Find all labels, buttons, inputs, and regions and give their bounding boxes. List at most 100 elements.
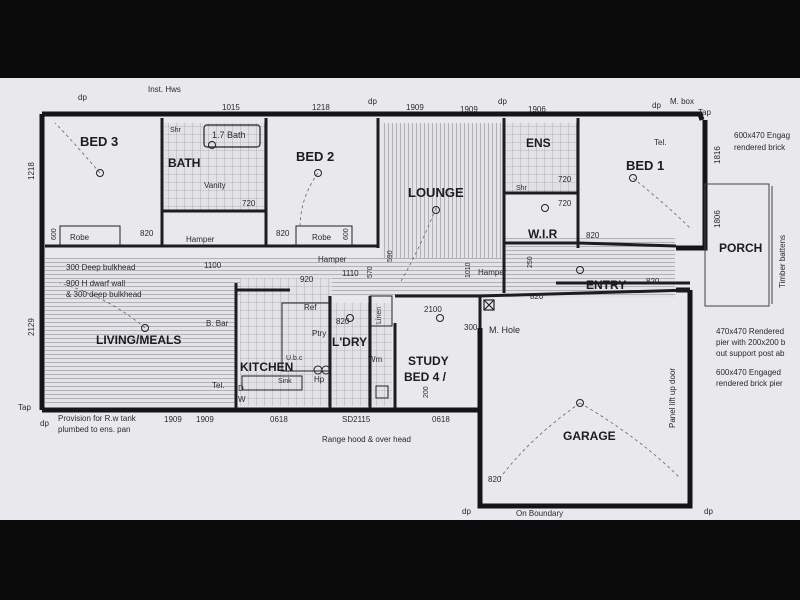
dim-590: 590 bbox=[387, 250, 394, 262]
dim-1010: 1010 bbox=[465, 262, 472, 278]
note-pier1-line2: rendered brick bbox=[734, 143, 786, 152]
label-wm: Wm bbox=[368, 355, 383, 364]
note-pier3-line2: rendered brick pier bbox=[716, 379, 783, 388]
label-d: D bbox=[238, 384, 244, 393]
room-lounge: LOUNGE bbox=[408, 185, 464, 200]
label-hp: Hp bbox=[314, 375, 325, 384]
mh-cross bbox=[483, 299, 495, 311]
dim-1100: 1100 bbox=[204, 261, 222, 270]
label-linen: Linen bbox=[376, 307, 383, 324]
dim-920: 920 bbox=[300, 275, 314, 284]
label-hamper-1: Hamper bbox=[186, 235, 215, 244]
note-dwarf-wall-1: 900 H dwarf wall bbox=[66, 279, 125, 288]
dim-2100: 2100 bbox=[424, 305, 442, 314]
porch-battens bbox=[704, 183, 773, 307]
room-garage: GARAGE bbox=[563, 429, 616, 443]
dim-1218-left: 1218 bbox=[27, 162, 36, 180]
inner-walls bbox=[45, 118, 691, 408]
ens-floor bbox=[505, 123, 577, 193]
note-dp-7: dp bbox=[498, 97, 507, 106]
note-inst-hws: Inst. Hws bbox=[148, 85, 181, 94]
note-pier2-line1: 470x470 Rendered bbox=[716, 327, 784, 336]
label-tel-1: Tel. bbox=[212, 381, 224, 390]
note-pier1-line1: 600x470 Engag bbox=[734, 131, 790, 140]
room-kitchen: KITCHEN bbox=[240, 360, 293, 374]
room-entry: ENTRY bbox=[586, 278, 626, 292]
room-ens: ENS bbox=[526, 136, 551, 150]
dim-820-bed2: 820 bbox=[276, 229, 290, 238]
label-robe-bed3: Robe bbox=[70, 233, 90, 242]
note-dp-5: dp bbox=[462, 507, 471, 516]
dim-2129: 2129 bbox=[27, 318, 36, 336]
dim-820-ldry: 820 bbox=[336, 317, 350, 326]
dim-1909-b2: 1909 bbox=[196, 415, 214, 424]
dim-1909-b1: 1909 bbox=[164, 415, 182, 424]
note-dp-3: dp bbox=[652, 101, 661, 110]
room-laundry: L'DRY bbox=[332, 335, 367, 349]
dim-820-garage: 820 bbox=[488, 475, 502, 484]
dim-1110: 1110 bbox=[342, 269, 359, 278]
note-pier2-line3: out support post ab bbox=[716, 349, 785, 358]
label-mhole: M. Hole bbox=[489, 325, 520, 335]
note-pier2-line2: pier with 200x200 b bbox=[716, 338, 786, 347]
note-dp-2: dp bbox=[368, 97, 377, 106]
dim-820-bed1: 820 bbox=[586, 231, 600, 240]
room-living: LIVING/MEALS bbox=[96, 333, 181, 347]
dim-1218-top: 1218 bbox=[312, 103, 330, 112]
dim-1816: 1816 bbox=[713, 146, 722, 164]
dim-600-left: 600 bbox=[51, 228, 58, 240]
label-panel-door: Panel lift up door bbox=[668, 368, 677, 428]
label-sink: Sink bbox=[278, 378, 292, 385]
bath-tub bbox=[203, 124, 261, 148]
label-tel-2: Tel. bbox=[654, 138, 666, 147]
label-ref: Ref bbox=[304, 303, 317, 312]
note-on-boundary: On Boundary bbox=[516, 509, 563, 518]
label-shr-ens: Shr bbox=[516, 185, 528, 192]
dim-570: 570 bbox=[367, 266, 374, 278]
label-robe-bed2: Robe bbox=[312, 233, 332, 242]
room-bed2: BED 2 bbox=[296, 149, 334, 164]
dim-820-entry: 820 bbox=[530, 292, 544, 301]
label-pantry: Ptry bbox=[312, 329, 326, 338]
dim-1909-top2: 1909 bbox=[460, 105, 478, 114]
note-pier3-line1: 600x470 Engaged bbox=[716, 368, 781, 377]
label-hamper-3: Hamper bbox=[478, 268, 507, 277]
note-dwarf-wall-2: & 300 deep bulkhead bbox=[66, 290, 142, 299]
label-w: W bbox=[238, 395, 246, 404]
label-bbar: B. Bar bbox=[206, 319, 229, 328]
label-bath-tub: 1.7 Bath bbox=[212, 130, 246, 140]
note-tank-1: Provision for R.w tank bbox=[58, 414, 137, 423]
dim-720-wir: 720 bbox=[558, 199, 572, 208]
room-porch: PORCH bbox=[719, 241, 762, 255]
room-bed4: BED 4 / bbox=[404, 370, 447, 384]
room-wir: W.I.R bbox=[528, 227, 558, 241]
label-vanity: Vanity bbox=[204, 181, 226, 190]
dim-300: 300 bbox=[464, 323, 478, 332]
dim-sd2115: SD2115 bbox=[342, 415, 371, 424]
laundry-floor bbox=[332, 303, 392, 406]
note-rangehood: Range hood & over head bbox=[322, 435, 411, 444]
note-mbox: M. box bbox=[670, 97, 694, 106]
dim-0618-1: 0618 bbox=[270, 415, 288, 424]
note-dp-1: dp bbox=[78, 93, 87, 102]
note-bulkhead: 300 Deep bulkhead bbox=[66, 263, 135, 272]
note-tap-top: Tap bbox=[698, 108, 711, 117]
note-dp-4: dp bbox=[40, 419, 49, 428]
dim-1906: 1906 bbox=[528, 105, 546, 114]
room-bed1: BED 1 bbox=[626, 158, 664, 173]
dim-1909-top: 1909 bbox=[406, 103, 424, 112]
dim-200: 200 bbox=[423, 386, 430, 398]
dim-1015: 1015 bbox=[222, 103, 240, 112]
dim-600-robe: 600 bbox=[343, 228, 350, 240]
kitchen-floor bbox=[240, 278, 332, 406]
kitchen-fixtures bbox=[241, 302, 389, 399]
dim-820-porch: 820 bbox=[646, 277, 660, 286]
note-tank-2: plumbed to ens. pan bbox=[58, 425, 131, 434]
label-shr-bath: Shr bbox=[170, 127, 182, 134]
electrical-lines bbox=[54, 122, 691, 479]
light-points bbox=[96, 141, 637, 407]
room-bath: BATH bbox=[168, 156, 200, 170]
note-tap-bottom: Tap bbox=[18, 403, 31, 412]
label-ubc: U.b.c bbox=[286, 355, 303, 362]
dim-1806: 1806 bbox=[713, 210, 722, 228]
